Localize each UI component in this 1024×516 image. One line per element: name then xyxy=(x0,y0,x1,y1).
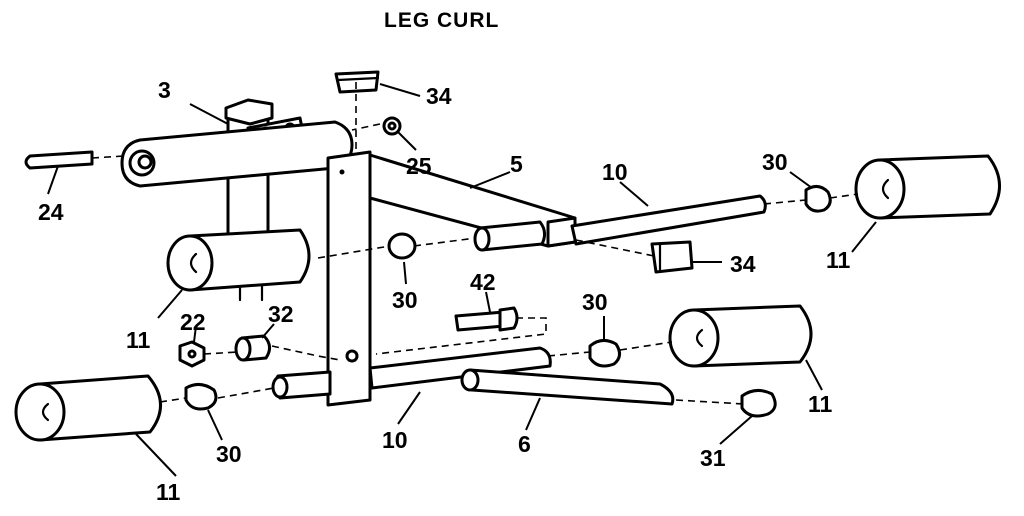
part-42-bolt xyxy=(454,306,519,332)
label-part-24: 24 xyxy=(38,199,64,225)
part-30-cap-middle xyxy=(387,232,417,260)
label-part-34-right: 34 xyxy=(730,251,756,277)
lower-stub-left xyxy=(271,370,332,400)
part-25-nut xyxy=(382,116,402,136)
part-10-upper-bar xyxy=(570,194,767,246)
label-part-42: 42 xyxy=(470,269,496,295)
label-part-30-middle: 30 xyxy=(392,287,418,313)
label-part-34-top: 34 xyxy=(426,83,452,109)
label-part-30-right-bottom: 30 xyxy=(582,289,608,315)
part-34-cap-top xyxy=(334,70,380,94)
part-24-pin xyxy=(24,150,94,170)
label-part-30-top-right: 30 xyxy=(762,149,788,175)
part-11-roller-right-top xyxy=(854,154,1001,220)
label-part-10-lower: 10 xyxy=(382,427,408,453)
label-part-11-left-bottom: 11 xyxy=(156,479,181,505)
diagram-title: LEG CURL xyxy=(384,9,500,32)
label-part-3: 3 xyxy=(158,77,171,103)
part-30-cap-top-right xyxy=(804,185,832,213)
part-6-lower-crossbar xyxy=(460,368,675,406)
part-30-cap-left-bottom xyxy=(184,383,218,411)
part-34-cap-right xyxy=(650,240,694,274)
label-part-11-left-middle: 11 xyxy=(126,327,151,353)
label-part-30-left-bottom: 30 xyxy=(216,441,242,467)
label-part-10-upper: 10 xyxy=(602,159,628,185)
label-part-25: 25 xyxy=(406,153,432,179)
leader-lines xyxy=(47,83,877,477)
label-part-32: 32 xyxy=(268,301,294,327)
assembly-lines xyxy=(91,82,859,405)
part-32-spacer xyxy=(234,334,271,362)
frame-middle-stub xyxy=(473,220,547,252)
label-part-5: 5 xyxy=(510,151,523,177)
part-31-end-cap xyxy=(740,389,777,418)
part-labels: 3 34 25 5 10 30 11 24 11 30 42 34 30 22 … xyxy=(38,77,851,505)
label-part-11-right-bottom: 11 xyxy=(808,391,833,417)
part-11-roller-left-middle xyxy=(166,228,311,292)
label-part-31: 31 xyxy=(700,445,726,471)
label-part-6: 6 xyxy=(518,431,531,457)
part-11-roller-right-bottom xyxy=(668,304,813,368)
label-part-22: 22 xyxy=(180,309,206,335)
part-22-nut xyxy=(178,340,206,368)
part-3-roller-tube xyxy=(120,120,354,188)
label-part-11-right-top: 11 xyxy=(826,247,851,273)
frame-hole xyxy=(345,349,359,363)
part-11-roller-left-bottom xyxy=(14,374,162,442)
part-30-cap-right-bottom xyxy=(588,339,621,368)
